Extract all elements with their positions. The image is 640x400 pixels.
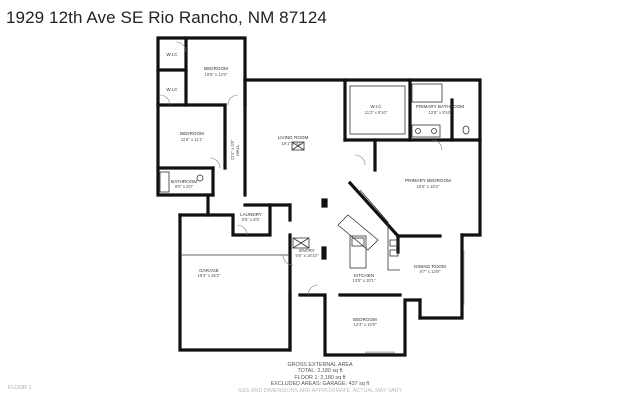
svg-text:5'5" x 16'10": 5'5" x 16'10" [296, 253, 319, 258]
svg-text:11'2" x 9'10": 11'2" x 9'10" [365, 110, 388, 115]
svg-text:BEDROOM: BEDROOM [204, 66, 228, 71]
svg-text:9'0" x 5'0": 9'0" x 5'0" [175, 184, 194, 189]
area-excluded: EXCLUDED AREAS: GARAGE: 437 sq ft [270, 381, 370, 388]
area-heading: GROSS EXTERNAL AREA [287, 362, 353, 368]
walls [156, 36, 482, 357]
fixtures [159, 83, 470, 271]
svg-text:22'4" x 3'8": 22'4" x 3'8" [230, 139, 235, 160]
svg-text:13'5" x 20'1": 13'5" x 20'1" [353, 278, 376, 283]
svg-text:5'6" x 6'5": 5'6" x 6'5" [242, 217, 261, 222]
svg-text:LIVING ROOM: LIVING ROOM [278, 135, 309, 140]
svg-text:10'6" x 12'0": 10'6" x 12'0" [205, 72, 228, 77]
room-label-hall: 22'4" x 3'8"HALL [230, 139, 240, 160]
svg-text:BEDROOM: BEDROOM [180, 131, 204, 136]
svg-text:W.I.C: W.I.C [166, 87, 178, 92]
area-summary: GROSS EXTERNAL AREA TOTAL: 2,180 sq ft F… [200, 362, 440, 394]
svg-text:LAUNDRY: LAUNDRY [240, 212, 262, 217]
svg-text:PRIMARY BEDROOM: PRIMARY BEDROOM [405, 178, 451, 183]
svg-text:BATHROOM: BATHROOM [171, 179, 197, 184]
page-title: 1929 12th Ave SE Rio Rancho, NM 87124 [6, 8, 327, 27]
svg-text:GARAGE: GARAGE [199, 268, 219, 273]
room-label-wic-2: W.I.C [166, 87, 178, 92]
svg-text:9'7" x 13'9": 9'7" x 13'9" [420, 269, 441, 274]
area-disclaimer: SIZE AND DIMENSIONS ARE APPROXIMATE, ACT… [237, 387, 403, 394]
svg-text:18'6" x 16'2": 18'6" x 16'2" [417, 184, 440, 189]
svg-text:12'8" x 9'10": 12'8" x 9'10" [429, 110, 452, 115]
room-label-wic-primary: W.I.C11'2" x 9'10" [365, 104, 388, 115]
svg-text:PRIMARY BATHROOM: PRIMARY BATHROOM [416, 104, 464, 109]
svg-text:W.I.C: W.I.C [166, 52, 178, 57]
svg-text:12'4" x 10'8": 12'4" x 10'8" [354, 322, 377, 327]
svg-text:W.I.C: W.I.C [370, 104, 382, 109]
doors [159, 41, 443, 296]
svg-text:BEDROOM: BEDROOM [353, 317, 377, 322]
floor-label: FLOOR 1 [8, 385, 32, 391]
svg-text:19'4" x 26'2": 19'4" x 26'2" [198, 273, 221, 278]
svg-text:19'1" x 20'7": 19'1" x 20'7" [282, 141, 305, 146]
svg-text:ENTRY: ENTRY [299, 248, 315, 253]
room-label-wic-1: W.I.C [166, 52, 178, 57]
svg-text:KITCHEN: KITCHEN [354, 273, 374, 278]
area-floor: FLOOR 1: 2,180 sq ft [294, 374, 346, 381]
svg-text:HALL: HALL [235, 144, 240, 156]
svg-text:DINING ROOM: DINING ROOM [414, 264, 446, 269]
svg-text:11'6" x 11'1": 11'6" x 11'1" [181, 137, 204, 142]
area-total: TOTAL: 2,180 sq ft [297, 368, 343, 375]
